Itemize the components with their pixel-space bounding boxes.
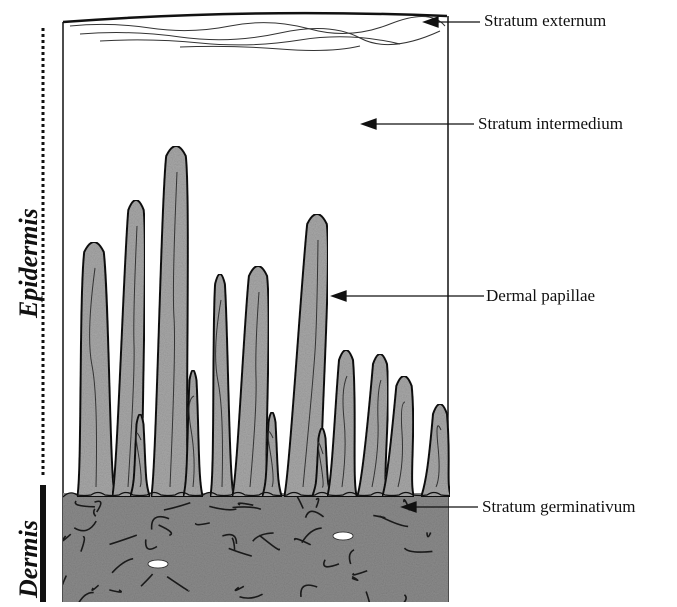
label-epidermis: Epidermis: [14, 208, 44, 318]
stratum-externum-layer: [70, 16, 445, 50]
label-stratum-germinativum: Stratum germinativum: [482, 497, 635, 517]
arrow-dermal-papillae: [332, 291, 484, 301]
dermal-papilla: [421, 404, 451, 497]
dermal-papillae-group: [63, 146, 455, 602]
dermal-papilla: [151, 146, 189, 497]
label-dermal-papillae: Dermal papillae: [486, 286, 595, 306]
label-dermis: Dermis: [14, 520, 44, 598]
arrow-stratum-externum: [424, 17, 480, 27]
dermal-papilla: [327, 350, 357, 497]
dermis-base: [63, 493, 448, 602]
arrow-stratum-intermedium: [362, 119, 474, 129]
label-stratum-intermedium: Stratum intermedium: [478, 114, 623, 134]
dermal-papilla: [232, 266, 269, 497]
label-stratum-externum: Stratum externum: [484, 11, 606, 31]
dermal-papilla: [357, 354, 388, 497]
